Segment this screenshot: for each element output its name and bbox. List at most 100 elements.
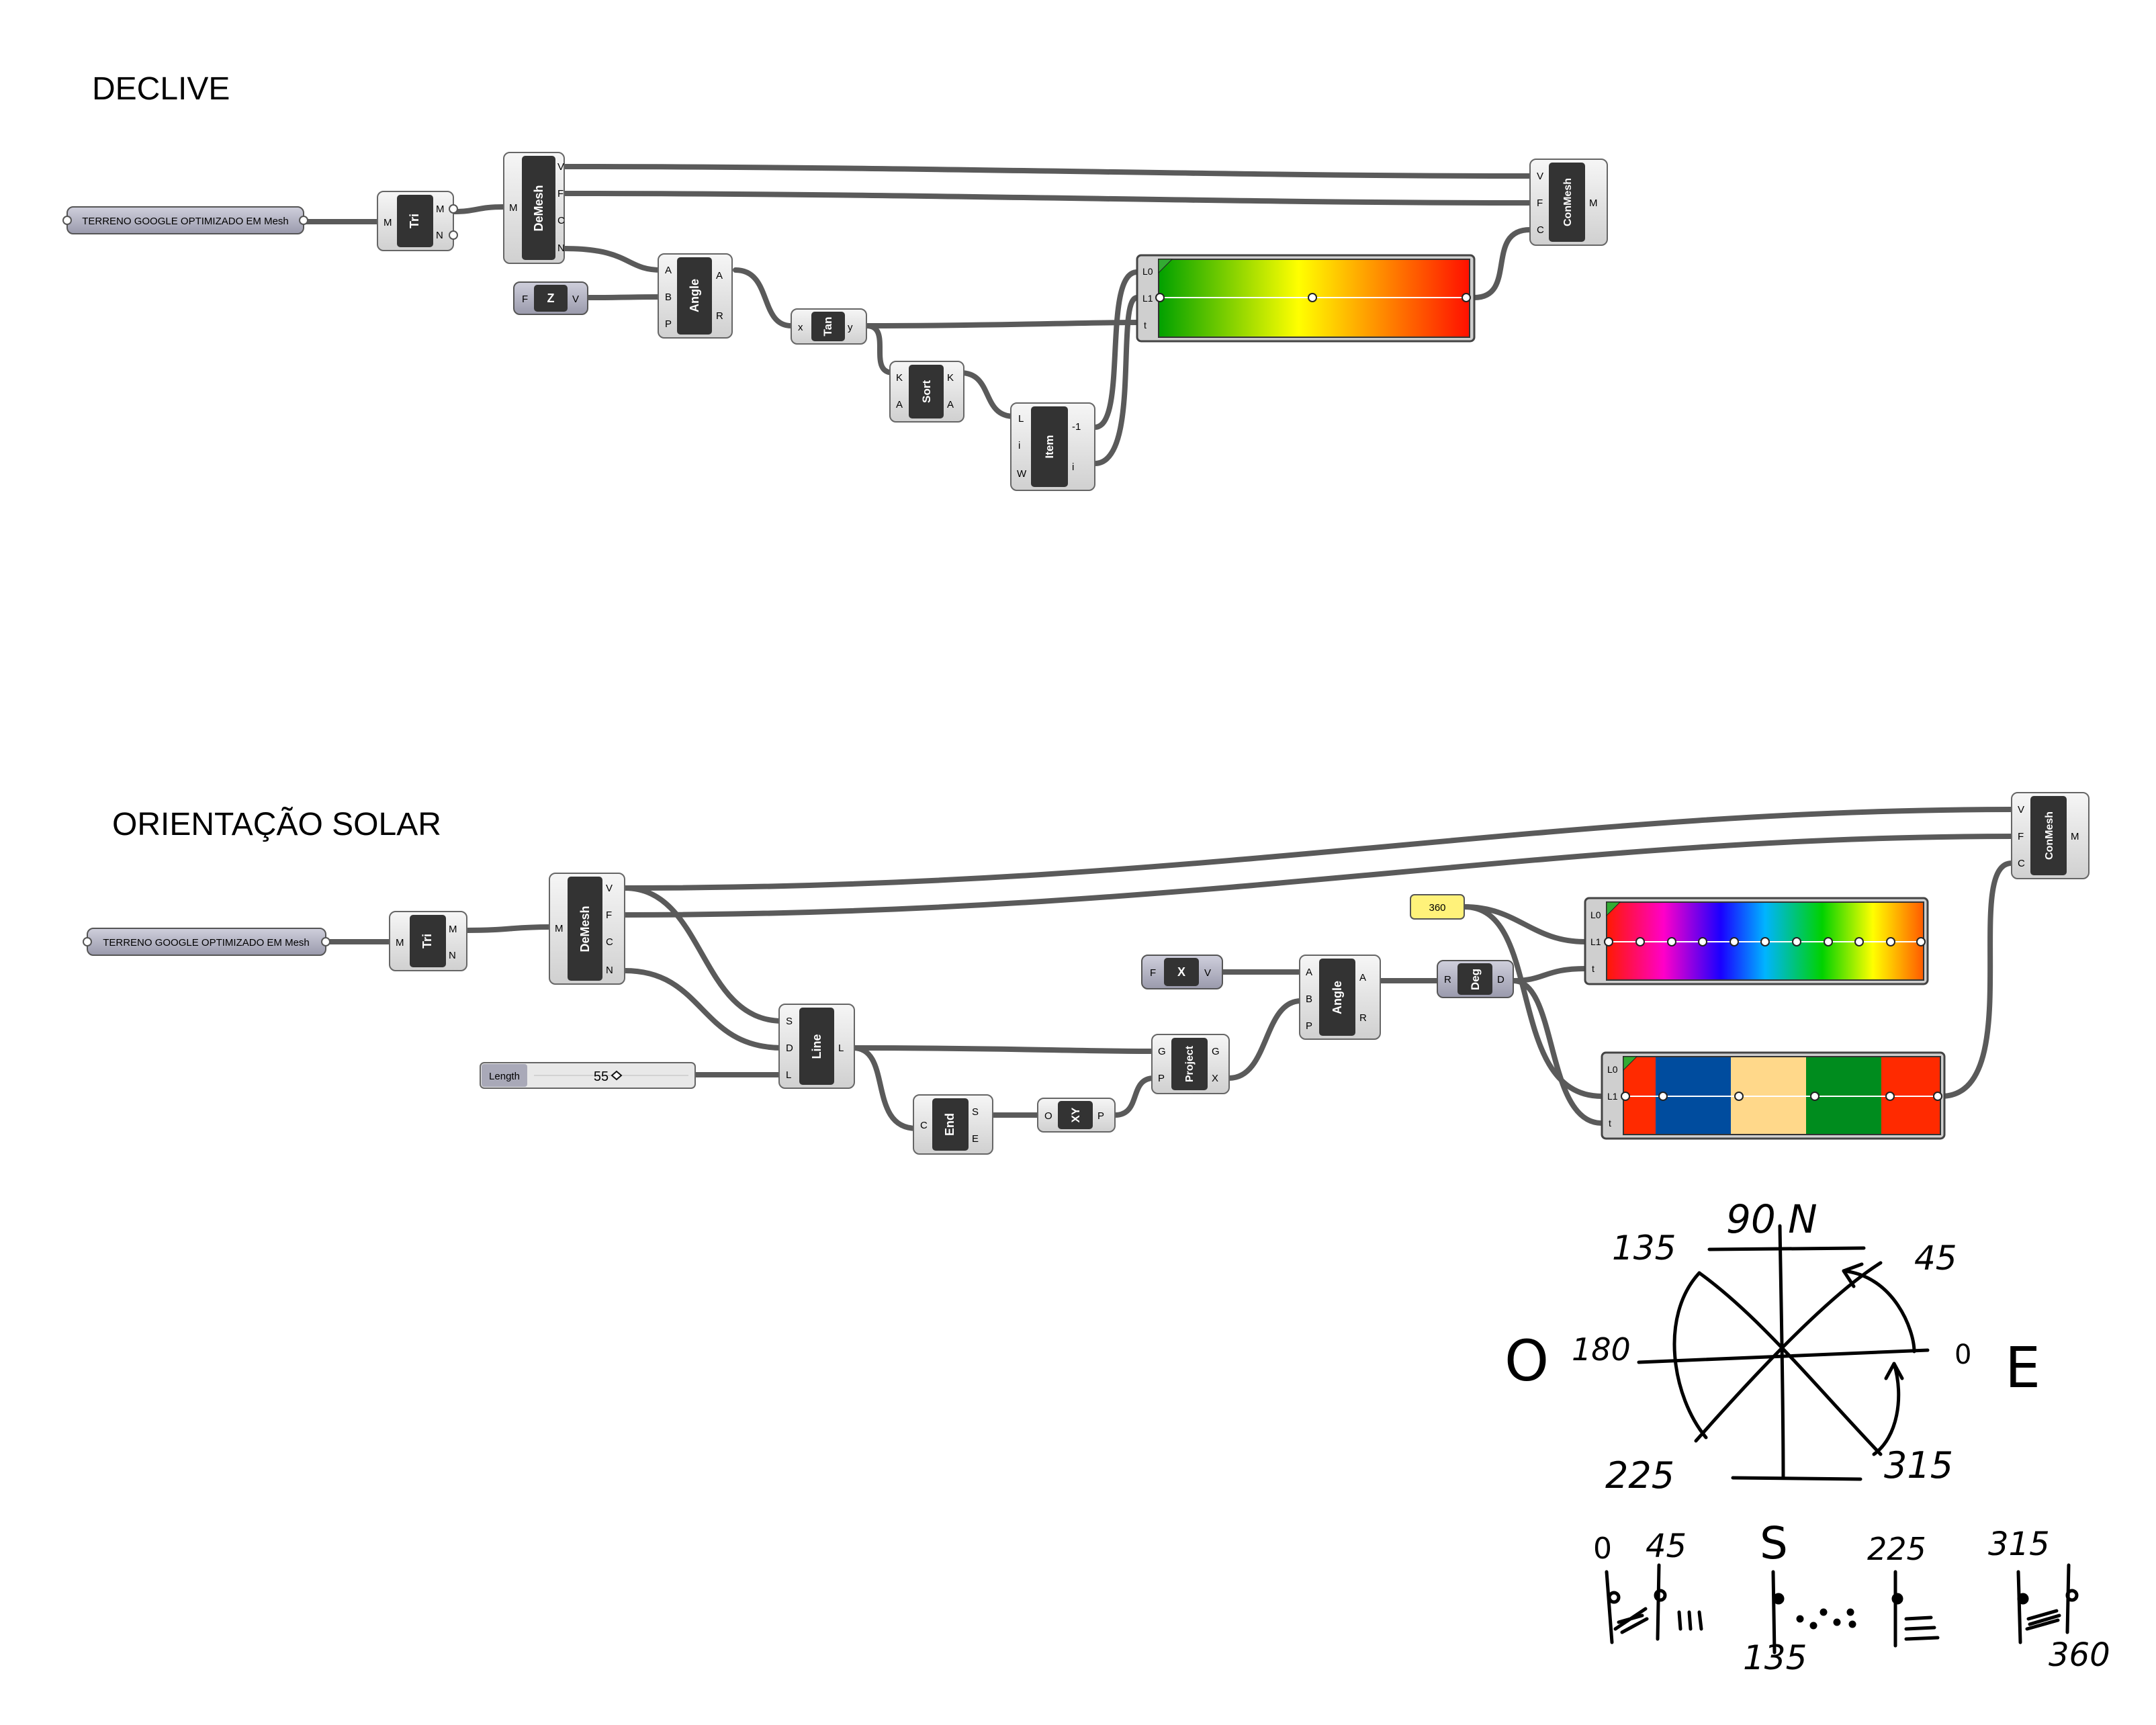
label-315: 315 — [1884, 1444, 1953, 1487]
sort-out-1: A — [947, 399, 954, 410]
tan-component[interactable]: Tan x y — [791, 308, 867, 345]
end-in-0: C — [920, 1120, 928, 1131]
angle-component-declive[interactable]: Angle A B P A R — [658, 253, 733, 339]
gradient-component-declive[interactable]: L0 L1 t — [1136, 254, 1476, 343]
demesh2-label: DeMesh — [578, 905, 592, 952]
rainbow-grips[interactable] — [1604, 937, 1926, 946]
conmesh-in-0: V — [1537, 171, 1543, 182]
mesh-param-label: TERRENO GOOGLE OPTIMIZADO EM Mesh — [82, 216, 289, 227]
project-in-1: P — [1158, 1073, 1165, 1084]
demesh-out-3: N — [557, 242, 565, 254]
z-vector-component[interactable]: Z F V — [513, 281, 588, 315]
label-e-letter: E — [2005, 1335, 2040, 1401]
length-slider[interactable]: Length 55 — [480, 1062, 696, 1089]
xy-label: XY — [1069, 1107, 1082, 1122]
tri-out-0: M — [436, 204, 445, 215]
rgrad-in-0: L0 — [1590, 910, 1601, 920]
xvec-out-0: V — [1204, 967, 1211, 979]
end-component[interactable]: End C S E — [913, 1094, 993, 1155]
demesh-label: DeMesh — [532, 185, 545, 231]
angle2-out-1: R — [1359, 1012, 1367, 1024]
qgrad-in-2: t — [1609, 1118, 1611, 1129]
line-in-1: D — [786, 1043, 793, 1054]
quad-grips[interactable] — [1621, 1092, 1942, 1101]
compass-sketch — [1637, 1224, 1930, 1481]
sort-component[interactable]: Sort K A K A — [889, 361, 964, 423]
x-vector-component[interactable]: X F V — [1141, 955, 1223, 989]
label-45: 45 — [1914, 1239, 1957, 1278]
mesh-param-orientacao[interactable]: TERRENO GOOGLE OPTIMIZADO EM Mesh — [83, 928, 330, 956]
value-panel-360[interactable]: 360 — [1410, 894, 1465, 920]
zvec-label: Z — [547, 292, 555, 305]
project-in-0: G — [1158, 1046, 1166, 1057]
conmesh2-in-0: V — [2018, 804, 2024, 815]
demesh2-in-0: M — [555, 923, 564, 934]
conmesh-component-declive[interactable]: ConMesh V F C M — [1529, 159, 1608, 246]
angle-component-orientacao[interactable]: Angle A B P A R — [1299, 955, 1381, 1040]
angle2-out-0: A — [1359, 972, 1366, 983]
project-label: Project — [1184, 1045, 1196, 1082]
zvec-in-0: F — [522, 294, 528, 305]
conmesh-out-0: M — [1589, 197, 1598, 209]
gradient-component-rainbow[interactable]: L0 L1 t — [1584, 897, 1929, 985]
qgrad-in-0: L0 — [1607, 1064, 1618, 1075]
demesh-component-orientacao[interactable]: DeMesh M V F C N — [549, 873, 625, 985]
line-label: Line — [810, 1034, 823, 1059]
item-out-1: i — [1072, 461, 1074, 473]
tan-out-0: y — [848, 322, 853, 333]
deg-component[interactable]: Deg R D — [1437, 960, 1514, 998]
deg-in-0: R — [1444, 974, 1451, 985]
mesh-param-declive[interactable]: TERRENO GOOGLE OPTIMIZADO EM Mesh — [62, 206, 308, 234]
angle-in-2: P — [665, 318, 672, 330]
row-s: S — [1760, 1517, 1788, 1569]
tri-component-orientacao[interactable]: Tri M M N — [389, 911, 467, 971]
angle-in-0: A — [665, 265, 672, 276]
sort-label: Sort — [920, 380, 933, 403]
qgrad-in-1: L1 — [1607, 1091, 1618, 1102]
demesh2-out-3: N — [606, 965, 613, 976]
line-out-0: L — [838, 1043, 844, 1054]
demesh-component-declive[interactable]: DeMesh M V F C N — [503, 152, 565, 264]
project-out-0: G — [1212, 1046, 1220, 1057]
demesh-out-2: C — [557, 215, 565, 226]
deg-label: Deg — [1469, 969, 1482, 990]
item-in-0: L — [1018, 413, 1024, 425]
angle2-in-1: B — [1306, 993, 1312, 1005]
line-component[interactable]: Line S D L L — [778, 1004, 855, 1089]
conmesh-component-orientacao[interactable]: ConMesh V F C M — [2011, 792, 2090, 879]
demesh-in-0: M — [509, 202, 518, 214]
demesh2-out-1: F — [606, 910, 612, 921]
item-component[interactable]: Item L i W -1 i — [1010, 402, 1095, 491]
xy-plane-component[interactable]: XY O P — [1037, 1098, 1116, 1133]
deg-out-0: D — [1497, 974, 1504, 985]
conmesh2-label: ConMesh — [2044, 811, 2055, 860]
tri2-in-0: M — [396, 937, 404, 948]
angle-out-0: A — [716, 270, 723, 281]
angle-label: Angle — [688, 279, 701, 312]
gradient-grip-0[interactable] — [1155, 293, 1165, 302]
line-in-2: L — [786, 1069, 791, 1081]
project-component[interactable]: Project G P G X — [1151, 1034, 1230, 1094]
grad-in-1: L1 — [1142, 293, 1153, 304]
demesh-out-0: V — [557, 161, 564, 173]
gradient-grip-2[interactable] — [1462, 293, 1471, 302]
label-180: 180 — [1572, 1331, 1631, 1368]
rgrad-in-2: t — [1592, 963, 1594, 974]
conmesh2-in-1: F — [2018, 831, 2024, 842]
tan-in-0: x — [798, 322, 803, 333]
wires-declive — [301, 164, 1533, 466]
gradient-component-quad[interactable]: L0 L1 t — [1601, 1051, 1946, 1140]
end-out-0: S — [972, 1106, 979, 1118]
tri-component-declive[interactable]: Tri M M N — [377, 191, 458, 251]
tri-in-0: M — [384, 217, 392, 228]
item-in-1: i — [1018, 440, 1020, 451]
angle-out-1: R — [716, 310, 723, 322]
gradient-grip-1[interactable] — [1308, 293, 1317, 302]
zvec-out-0: V — [572, 294, 579, 305]
panel-text: 360 — [1429, 902, 1445, 914]
label-90n: 90 N — [1726, 1196, 1817, 1242]
slider-handle-icon[interactable] — [611, 1070, 623, 1081]
item-in-2: W — [1017, 468, 1027, 480]
sort-in-1: A — [896, 399, 903, 410]
